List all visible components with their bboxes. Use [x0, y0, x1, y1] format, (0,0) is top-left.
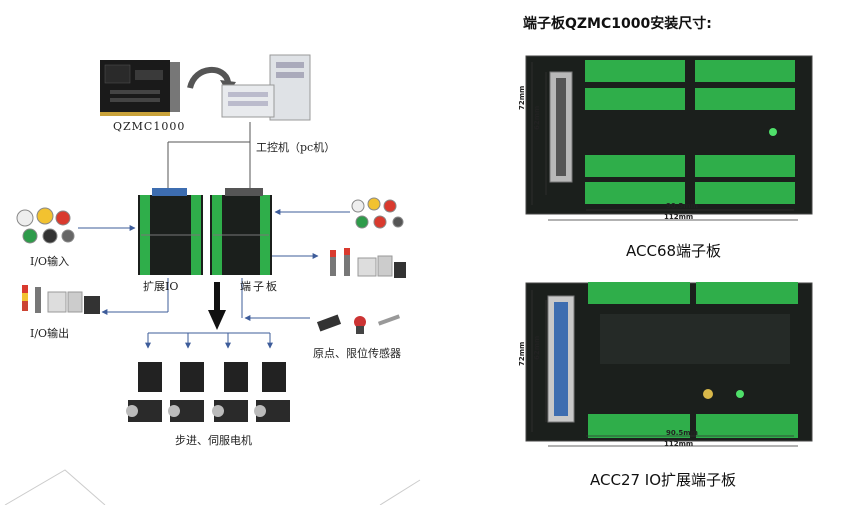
acc27-height-outer: 72mm — [518, 341, 526, 366]
expand-io-board-image — [138, 188, 203, 275]
acc27-height-inner: 62mm — [533, 335, 541, 360]
acc68-height-inner: 62mm — [533, 105, 541, 130]
io-output-devices-image — [22, 285, 100, 314]
acc68-width-inner: 90.5mm — [666, 202, 698, 210]
industrial-pc-image — [221, 54, 311, 121]
terminal-output-devices-image — [330, 248, 406, 278]
card-label: QZMC1000 — [113, 120, 186, 133]
terminal-label: 端子板 — [240, 280, 279, 293]
acc27-board-image — [525, 282, 813, 442]
acc68-height-outer: 72mm — [518, 85, 526, 110]
acc27-dimension-lines — [531, 290, 798, 447]
terminal-board-image — [210, 188, 272, 275]
decorative-lines — [4, 469, 421, 505]
motion-card-image — [100, 60, 180, 116]
sensor-label: 原点、限位传感器 — [313, 347, 401, 360]
acc68-dimension-lines — [531, 62, 798, 221]
motor-label: 步进、伺服电机 — [175, 434, 252, 447]
acc68-board-image — [525, 55, 813, 215]
acc27-width-outer: 112mm — [664, 440, 694, 448]
io-input-label: I/O输入 — [30, 255, 70, 268]
drives-motors-image — [126, 362, 290, 422]
down-arrow — [208, 282, 226, 330]
sensors-image — [316, 314, 401, 334]
terminal-input-devices-image — [351, 197, 404, 229]
pc-label: 工控机（pc机） — [256, 141, 336, 154]
acc68-caption: ACC68端子板 — [626, 242, 722, 260]
expand-io-label: 扩展IO — [143, 280, 179, 293]
install-size-heading: 端子板QZMC1000安装尺寸: — [523, 16, 712, 32]
acc27-width-inner: 90.5mm — [666, 429, 698, 437]
acc68-width-outer: 112mm — [664, 213, 694, 221]
curved-arrow — [187, 66, 231, 89]
io-output-label: I/O输出 — [30, 327, 70, 340]
acc27-caption: ACC27 IO扩展端子板 — [590, 471, 737, 489]
io-input-devices-image — [16, 207, 75, 244]
